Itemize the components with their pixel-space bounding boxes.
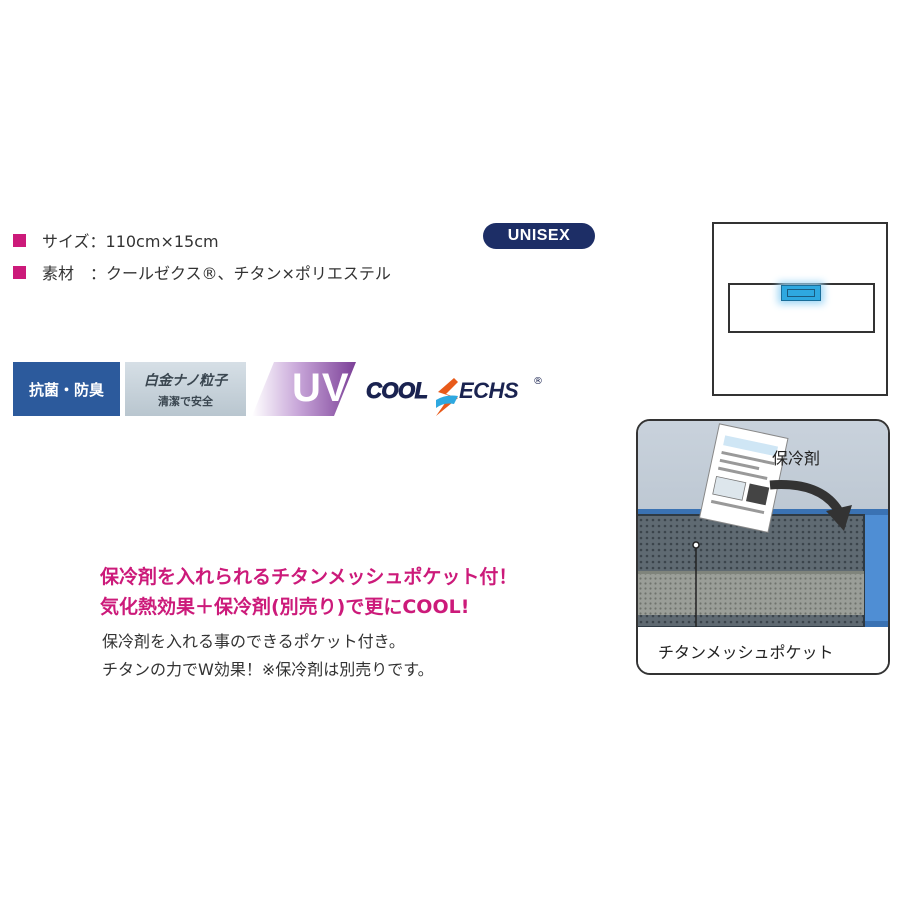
square-bullet-icon bbox=[13, 265, 26, 279]
cool-logo-word2: ECHS bbox=[459, 378, 519, 403]
headline-line1: 保冷剤を入れられるチタンメッシュポケット付！ bbox=[100, 566, 518, 588]
spec-size-label: サイズ：110cm×15cm bbox=[42, 232, 219, 251]
square-bullet-icon bbox=[13, 233, 26, 247]
uv-badge-text: UV bbox=[292, 366, 350, 410]
uv-badge-shape bbox=[252, 362, 356, 416]
spec-material-label: 素材 ：クールゼクス®、チタン×ポリエステル bbox=[42, 264, 391, 283]
ice-pack-icon bbox=[698, 423, 789, 533]
cool-logo-registered: ® bbox=[533, 376, 543, 387]
description-line2: チタンの力でW効果！※保冷剤は別売りです。 bbox=[102, 660, 434, 679]
pocket-photo-illustration bbox=[638, 421, 888, 673]
product-diagram-frame bbox=[712, 222, 888, 396]
pocket-photo: 保冷剤 チタンメッシュポケット bbox=[636, 419, 890, 675]
platinum-badge-line2: 清潔で安全 bbox=[158, 394, 213, 408]
uv-badge: UV bbox=[252, 362, 356, 416]
pocket-label: チタンメッシュポケット bbox=[658, 643, 834, 662]
platinum-badge-line1: 白金ナノ粒子 bbox=[143, 372, 228, 389]
unisex-badge: UNISEX bbox=[483, 223, 595, 249]
curved-arrow-icon bbox=[826, 505, 852, 531]
cool-sechs-logo: COOL ECHS ® bbox=[366, 376, 546, 422]
spec-material: 素材 ：クールゼクス®、チタン×ポリエステル bbox=[13, 260, 391, 284]
description-line1: 保冷剤を入れる事のできるポケット付き。 bbox=[102, 632, 405, 651]
pocket-location-marker bbox=[781, 285, 821, 301]
ice-pack-label: 保冷剤 bbox=[772, 449, 821, 468]
cool-logo-s-icon bbox=[436, 378, 458, 416]
spec-size: サイズ：110cm×15cm bbox=[13, 228, 219, 252]
antibacterial-badge: 抗菌・防臭 bbox=[13, 362, 120, 416]
platinum-nano-badge: 白金ナノ粒子 清潔で安全 bbox=[125, 362, 246, 416]
product-diagram-band bbox=[728, 283, 875, 333]
headline-line2: 気化熱効果＋保冷剤(別売り)で更にCOOL! bbox=[100, 596, 470, 618]
cool-logo-word1: COOL bbox=[366, 378, 429, 404]
